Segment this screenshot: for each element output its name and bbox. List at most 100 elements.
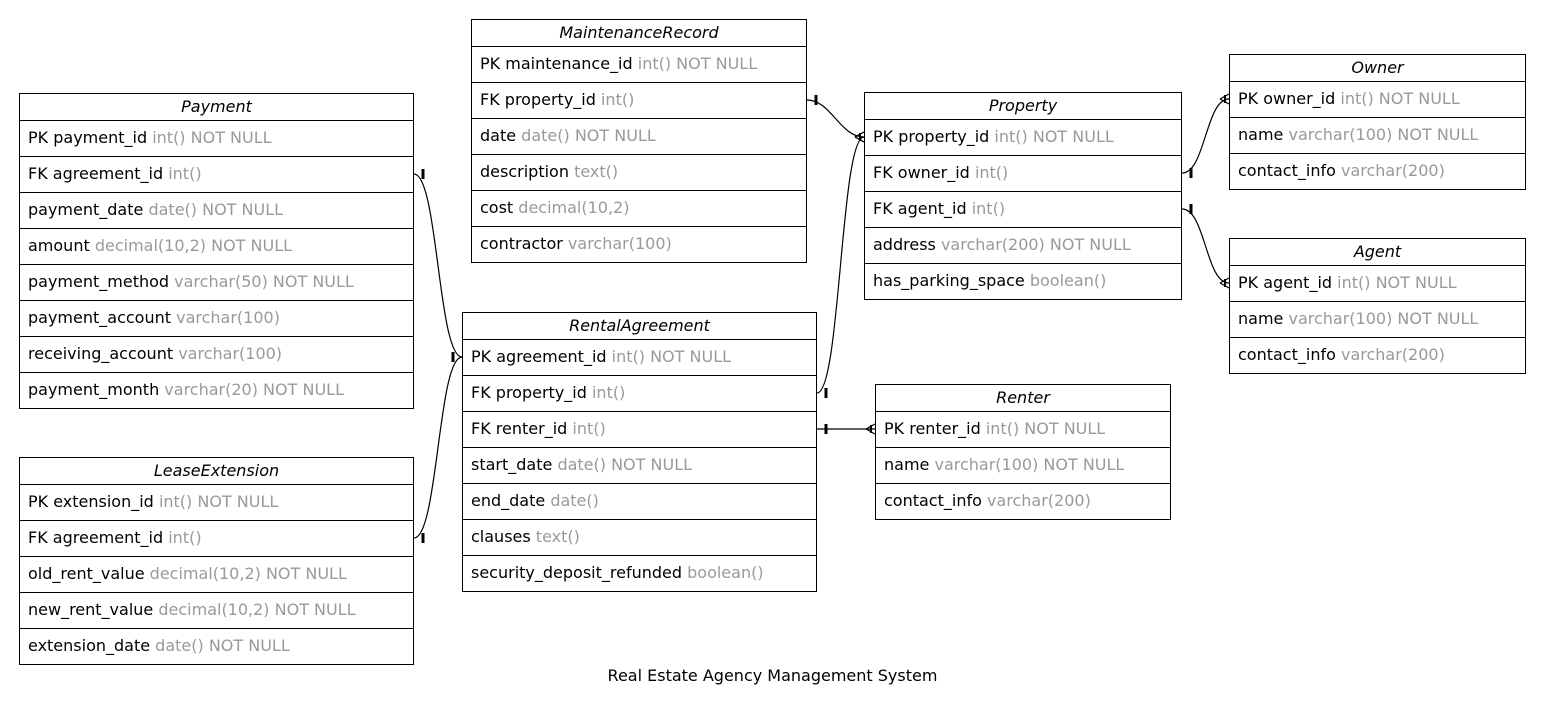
relation-line (1181, 98, 1230, 174)
field-row: payment_date date() NOT NULL (20, 193, 413, 229)
field-row: new_rent_value decimal(10,2) NOT NULL (20, 593, 413, 629)
entity-title: Renter (876, 385, 1170, 412)
field-row: address varchar(200) NOT NULL (865, 228, 1181, 264)
entity-title: MaintenanceRecord (472, 20, 806, 47)
field-key: PK (471, 347, 492, 366)
field-name: property_id (504, 90, 596, 109)
field-name: maintenance_id (505, 54, 633, 73)
field-type: decimal(10,2) NOT NULL (158, 600, 356, 619)
field-type: decimal(10,2) NOT NULL (94, 236, 293, 255)
field-row: contact_info varchar(200) (876, 484, 1170, 520)
field-row: end_date date() (463, 484, 816, 520)
field-name: agreement_id (52, 164, 164, 183)
field-name: name (1238, 125, 1284, 144)
field-name: agreement_id (496, 347, 607, 366)
field-name: payment_id (53, 128, 148, 147)
field-type: int() (971, 199, 1006, 218)
field-row: extension_date date() NOT NULL (20, 629, 413, 665)
relation-line (413, 173, 463, 358)
field-name: security_deposit_refunded (471, 563, 683, 582)
field-key: PK (28, 492, 49, 511)
field-name: renter_id (909, 419, 981, 438)
field-key: PK (1238, 89, 1259, 108)
entity-title: LeaseExtension (20, 458, 413, 485)
field-name: agent_id (1263, 273, 1333, 292)
field-row: receiving_account varchar(100) (20, 337, 413, 373)
field-row: payment_method varchar(50) NOT NULL (20, 265, 413, 301)
field-row: PK property_id int() NOT NULL (865, 120, 1181, 156)
field-row: has_parking_space boolean() (865, 264, 1181, 300)
field-type: int() NOT NULL (1337, 273, 1457, 292)
field-row: name varchar(100) NOT NULL (1230, 118, 1525, 154)
field-name: start_date (471, 455, 553, 474)
field-row: contact_info varchar(200) (1230, 154, 1525, 190)
field-row: description text() (472, 155, 806, 191)
field-row: PK agreement_id int() NOT NULL (463, 340, 816, 376)
field-row: PK owner_id int() NOT NULL (1230, 82, 1525, 118)
field-row: payment_month varchar(20) NOT NULL (20, 373, 413, 409)
field-row: PK extension_id int() NOT NULL (20, 485, 413, 521)
field-name: extension_id (53, 492, 154, 511)
field-type: varchar(100) NOT NULL (1288, 309, 1479, 328)
entity-title: Agent (1230, 239, 1525, 266)
field-name: payment_method (28, 272, 170, 291)
field-name: agreement_id (52, 528, 164, 547)
field-type: date() NOT NULL (155, 636, 290, 655)
field-name: address (873, 235, 936, 254)
field-name: renter_id (495, 419, 568, 438)
field-type: int() (600, 90, 635, 109)
field-row: FK agreement_id int() (20, 157, 413, 193)
field-row: PK agent_id int() NOT NULL (1230, 266, 1525, 302)
field-name: receiving_account (28, 344, 174, 363)
field-row: PK payment_id int() NOT NULL (20, 121, 413, 157)
field-type: varchar(20) NOT NULL (164, 380, 344, 399)
field-row: FK owner_id int() (865, 156, 1181, 192)
field-type: date() (550, 491, 599, 510)
field-row: amount decimal(10,2) NOT NULL (20, 229, 413, 265)
field-type: varchar(100) (567, 234, 672, 253)
field-key: PK (480, 54, 501, 73)
field-key: FK (28, 528, 48, 547)
field-name: cost (480, 198, 514, 217)
field-type: int() NOT NULL (985, 419, 1106, 438)
field-row: FK property_id int() (463, 376, 816, 412)
field-type: int() NOT NULL (152, 128, 272, 147)
field-name: owner_id (897, 163, 970, 182)
field-name: contractor (480, 234, 563, 253)
field-name: clauses (471, 527, 531, 546)
field-type: varchar(200) NOT NULL (940, 235, 1131, 254)
field-type: boolean() (687, 563, 764, 582)
field-name: payment_account (28, 308, 172, 327)
field-key: PK (1238, 273, 1259, 292)
relation-line (816, 136, 865, 394)
field-name: contact_info (1238, 345, 1336, 364)
entity-title: Property (865, 93, 1181, 120)
field-name: owner_id (1263, 89, 1336, 108)
diagram-caption: Real Estate Agency Management System (607, 666, 938, 685)
relation-line (1181, 208, 1230, 284)
relation-line (413, 356, 463, 539)
field-row: FK agent_id int() (865, 192, 1181, 228)
field-type: decimal(10,2) (518, 198, 630, 217)
field-key: FK (873, 163, 893, 182)
field-type: date() NOT NULL (148, 200, 284, 219)
field-row: contractor varchar(100) (472, 227, 806, 263)
field-type: varchar(200) (1340, 161, 1445, 180)
field-name: date (480, 126, 517, 145)
field-type: date() NOT NULL (557, 455, 693, 474)
field-type: int() NOT NULL (994, 127, 1114, 146)
field-name: has_parking_space (873, 271, 1025, 290)
field-row: PK maintenance_id int() NOT NULL (472, 47, 806, 83)
field-name: payment_month (28, 380, 160, 399)
field-type: int() (168, 164, 202, 183)
field-name: extension_date (28, 636, 151, 655)
field-row: FK renter_id int() (463, 412, 816, 448)
field-type: int() NOT NULL (1340, 89, 1460, 108)
field-type: decimal(10,2) NOT NULL (149, 564, 347, 583)
relation-line (806, 99, 865, 138)
